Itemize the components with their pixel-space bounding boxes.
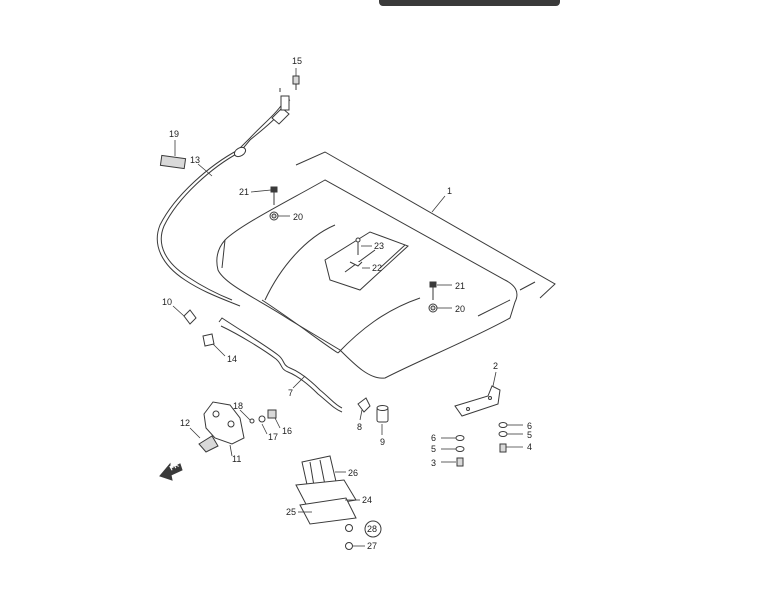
callout-10: 10 [162,297,172,307]
striker-nuts [345,524,353,550]
hood-panel [216,151,556,379]
clip-part-10 [183,309,197,325]
callout-26: 26 [348,468,358,478]
bumper-9 [376,405,389,423]
callout-3: 3 [431,458,436,468]
callout-2: 2 [493,361,498,371]
callout-7: 7 [288,388,293,398]
callout-labels: 1 2 3 4 5 5 6 6 7 8 9 10 11 12 13 14 15 … [162,56,532,551]
callout-27: 27 [367,541,377,551]
callout-15: 15 [292,56,302,66]
leader-lines [172,68,523,547]
callout-22: 22 [372,263,382,273]
vent-fasteners [349,237,363,267]
callout-8: 8 [357,422,362,432]
callout-6-right: 6 [527,421,532,431]
callout-21-right: 21 [455,281,465,291]
callout-19: 19 [169,129,179,139]
window-top-bar [379,0,560,6]
callout-20-right: 20 [455,304,465,314]
callout-21-upper: 21 [239,187,249,197]
front-arrow-label: FR [169,462,181,473]
rod-holder-8 [357,397,371,413]
release-cable [156,88,291,307]
callout-18: 18 [233,401,243,411]
bolt-part-15 [292,75,300,90]
callout-20-upper: 20 [293,212,303,222]
hinge-hardware [455,422,508,467]
clip-part-14 [202,333,215,347]
callout-23: 23 [374,241,384,251]
callout-4: 4 [527,442,532,452]
hood-latch [198,401,245,453]
callout-14: 14 [227,354,237,364]
callout-13: 13 [190,155,200,165]
callout-5-left: 5 [431,444,436,454]
callout-9: 9 [380,437,385,447]
callout-25: 25 [286,507,296,517]
front-direction-arrow [159,462,183,481]
callout-11: 11 [232,454,241,464]
callout-1: 1 [447,186,452,196]
label-plate-19 [159,154,187,170]
striker-assembly [295,455,357,525]
latch-fasteners [249,409,277,424]
callout-12: 12 [180,418,190,428]
callout-16: 16 [282,426,292,436]
callout-6-left: 6 [431,433,436,443]
callout-28: 28 [367,524,377,534]
hood-bolt-upper [269,186,279,221]
support-rod [218,317,343,413]
grommet-ring-28 [364,520,382,538]
hood-hinge [454,385,501,417]
callout-5-right: 5 [527,430,532,440]
callout-24: 24 [362,495,372,505]
callout-17: 17 [268,432,278,442]
